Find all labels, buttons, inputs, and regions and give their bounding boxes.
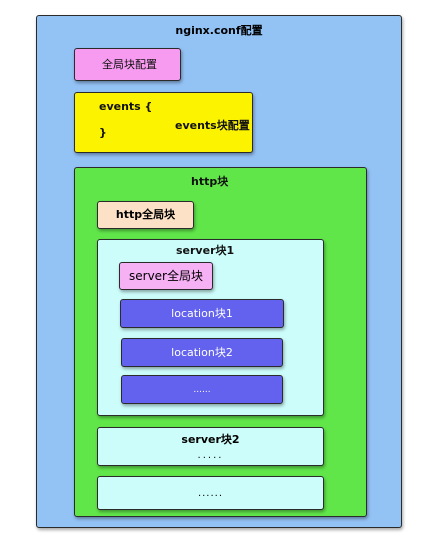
server-block-1-title: server块1 xyxy=(176,244,235,257)
server-block-more-dots: ...... xyxy=(197,488,224,499)
events-block: events { } events块配置 xyxy=(74,92,253,153)
events-block-label: events块配置 xyxy=(175,119,250,132)
server-block-2: server块2 ..... xyxy=(97,427,324,466)
location-block-1: location块1 xyxy=(120,299,284,328)
location-block-more: ...... xyxy=(121,375,283,404)
server-block-2-dots: ..... xyxy=(197,450,224,461)
server-block-more: ...... xyxy=(97,476,324,510)
server-block-2-title: server块2 xyxy=(181,433,240,446)
location-block-2: location块2 xyxy=(121,338,283,367)
location-block-more-label: ...... xyxy=(193,385,211,395)
location-block-1-label: location块1 xyxy=(171,307,233,320)
server-global-block: server全局块 xyxy=(119,262,213,290)
global-block: 全局块配置 xyxy=(74,48,181,81)
http-global-block: http全局块 xyxy=(97,201,194,229)
nginx-conf-title: nginx.conf配置 xyxy=(175,24,263,37)
http-block-title: http块 xyxy=(191,175,229,188)
http-global-block-label: http全局块 xyxy=(115,208,176,221)
events-open-label: events { xyxy=(99,100,153,113)
global-block-label: 全局块配置 xyxy=(102,58,157,71)
events-close-label: } xyxy=(99,126,107,139)
server-global-block-label: server全局块 xyxy=(129,269,203,283)
location-block-2-label: location块2 xyxy=(171,346,233,359)
